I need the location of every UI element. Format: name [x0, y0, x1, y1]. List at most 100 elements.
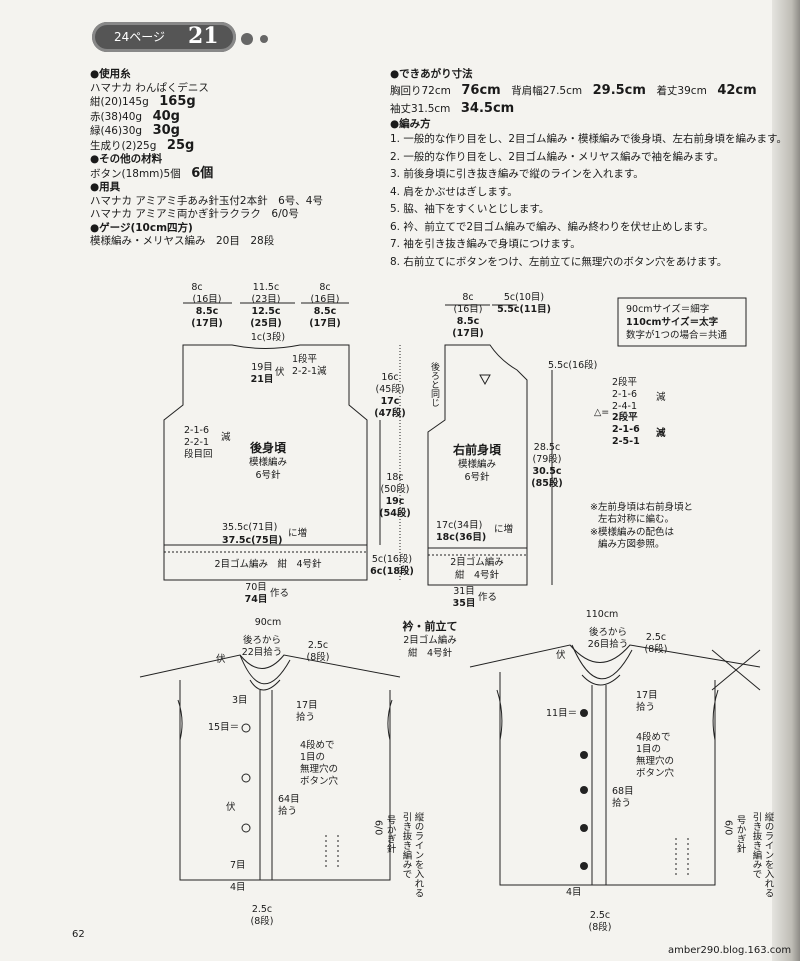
- page-tag: 24ページ 21: [92, 22, 236, 52]
- dim-label: (85段): [531, 477, 562, 489]
- method-step: 3. 前後身頃に引き抜き編みで縦のラインを入れます。: [390, 168, 644, 180]
- dim-label: 紺 4号針: [455, 569, 500, 581]
- buttonhole: [241, 823, 251, 833]
- dim-label: 拾う: [612, 797, 631, 809]
- dim-label: 15目＝: [208, 722, 239, 733]
- note-line: ※模様編みの配色は: [590, 526, 674, 538]
- dim-label: 段目回: [184, 448, 213, 460]
- page-ref: 24ページ: [114, 30, 166, 44]
- dim-label: 伏: [275, 366, 285, 378]
- dim-label: 35.5c(71目): [222, 522, 277, 533]
- dim-label: 2.5c: [590, 910, 610, 921]
- other-item: ボタン(18mm)5個 6個: [90, 165, 214, 181]
- dim-label: 2.5c: [252, 904, 272, 915]
- tool-item: ハマナカ アミアミ両かぎ針ラクラク 6/0号: [90, 208, 299, 220]
- dim-label: 後ろから: [589, 626, 627, 638]
- dim-label: ボタン穴: [300, 775, 339, 787]
- dim-label: 伏: [226, 801, 236, 813]
- dim-label: 74目: [245, 594, 268, 605]
- dim-label: 8.5c: [457, 316, 479, 327]
- method-step: 4. 肩をかぶせはぎします。: [390, 185, 518, 198]
- buttonhole: [241, 773, 251, 783]
- method-step: 6. 衿、前立てで2目ゴム編みで編み、編み終わりを伏せ止めします。: [390, 220, 714, 233]
- dim-label: 減: [221, 431, 231, 443]
- dim-label: (17目): [191, 318, 222, 329]
- finished-row: 胸回り72cm 76cm 背肩幅27.5cm 29.5cm 着丈39cm 42c…: [390, 82, 757, 98]
- neck-triangle: [479, 374, 491, 386]
- legend-line: 110cmサイズ＝太字: [626, 316, 719, 328]
- dim-label: 縦のラインを入れる: [763, 811, 775, 897]
- dim-label: 21目: [251, 374, 274, 385]
- dim-label: (79段): [532, 453, 561, 465]
- collar-110: [571, 644, 633, 885]
- legend-box: [617, 297, 747, 347]
- dim-label: 2-2-1減: [292, 365, 327, 377]
- dim-label: 28.5c: [534, 442, 560, 453]
- dim-label: (16目): [453, 304, 482, 315]
- dim-label: 70目: [245, 582, 267, 593]
- dim-label: 11.5c: [253, 282, 279, 293]
- dim-label: 2段平: [612, 411, 638, 423]
- dim-label: 後ろと同じ: [429, 361, 440, 407]
- dim-label: (8段): [645, 643, 668, 655]
- dim-label: 4目: [230, 882, 246, 893]
- dim-label: に増: [288, 527, 307, 539]
- dim-label: 1段平: [292, 353, 318, 365]
- dim-label: に増: [494, 523, 513, 535]
- tool-item: ハマナカ アミアミ手あみ針玉付2本針 6号、4号: [90, 194, 323, 207]
- dim-label: 無理穴の: [300, 763, 338, 775]
- dim-label: 3目: [232, 695, 248, 706]
- dim-label: 模様編み: [458, 458, 496, 470]
- dim-label: 5.5c(11目): [497, 304, 551, 315]
- method-step: 2. 一般的な作り目をし、2目ゴム編み・メリヤス編みで袖を編みます。: [390, 150, 724, 163]
- dim-label: 17c(34目): [436, 520, 482, 531]
- method-step: 8. 右前立てにボタンをつけ、左前立てに無理穴のボタン穴をあけます。: [390, 255, 728, 268]
- dim-label: 引き抜き編みで: [751, 812, 763, 879]
- button-dot: [580, 751, 588, 759]
- dim-label: 紺 4号針: [408, 647, 453, 659]
- dim-label: (23目): [251, 294, 280, 305]
- piece-title: 後身頃: [250, 440, 287, 455]
- dim-label: 2-4-1: [612, 401, 637, 412]
- method-block: ●できあがり寸法 胸回り72cm 76cm 背肩幅27.5cm 29.5cm 着…: [390, 68, 787, 271]
- dim-label: (45段): [375, 383, 404, 395]
- dim-label: 作る: [270, 587, 289, 599]
- dim-label: (8段): [251, 915, 274, 927]
- dim-label: 6/0: [723, 820, 734, 835]
- dim-label: 4段めで: [636, 731, 671, 743]
- dim-label: 減: [656, 427, 666, 439]
- decor-dots: [240, 31, 280, 50]
- dim-label: 26目拾う: [588, 638, 629, 650]
- dim-label: 模様編み: [249, 456, 287, 468]
- dim-label: 2-5-1: [612, 436, 640, 447]
- button-dot: [580, 709, 588, 717]
- dim-label: 17目: [636, 690, 658, 701]
- note-line: 左右対称に編む。: [598, 513, 674, 525]
- dim-label: 8c: [191, 282, 202, 293]
- page-gutter: [772, 0, 800, 961]
- dim-label: 64目: [278, 794, 300, 805]
- dim-label: 12.5c: [251, 306, 280, 317]
- dim-label: 11目＝: [546, 708, 577, 719]
- gauge-text: 模様編み・メリヤス編み 20目 28段: [90, 235, 275, 247]
- materials-block: ●使用糸 ハマナカ わんぱくデニス 紺(20)145g 165g 赤(38)40…: [90, 68, 323, 249]
- dim-label: 6号針: [255, 469, 281, 481]
- dim-label: (50段): [380, 483, 409, 495]
- dim-label: 1目の: [636, 744, 661, 755]
- dim-label: 拾う: [296, 711, 315, 723]
- gauge-heading: ●ゲージ(10cm四方): [90, 221, 193, 234]
- dim-label: 引き抜き編みで: [401, 812, 413, 879]
- dim-label: 2目ゴム編み: [450, 556, 504, 568]
- dim-label: 1目の: [300, 752, 325, 763]
- dim-label: (8段): [589, 921, 612, 933]
- dim-label: 16c: [381, 372, 398, 383]
- dim-label: 無理穴の: [636, 755, 674, 767]
- collar-90: [239, 654, 291, 880]
- dim-label: 2目ゴム編み: [403, 634, 457, 646]
- dim-label: 68目: [612, 786, 634, 797]
- dim-label: 17目: [296, 700, 318, 711]
- dim-label: 2目ゴム編み 紺 4号針: [214, 558, 322, 570]
- site-watermark: amber290.blog.163.com: [668, 945, 792, 956]
- yarn-row: 紺(20)145g 165g: [90, 94, 196, 109]
- dim-label: 6c(18段): [370, 565, 414, 577]
